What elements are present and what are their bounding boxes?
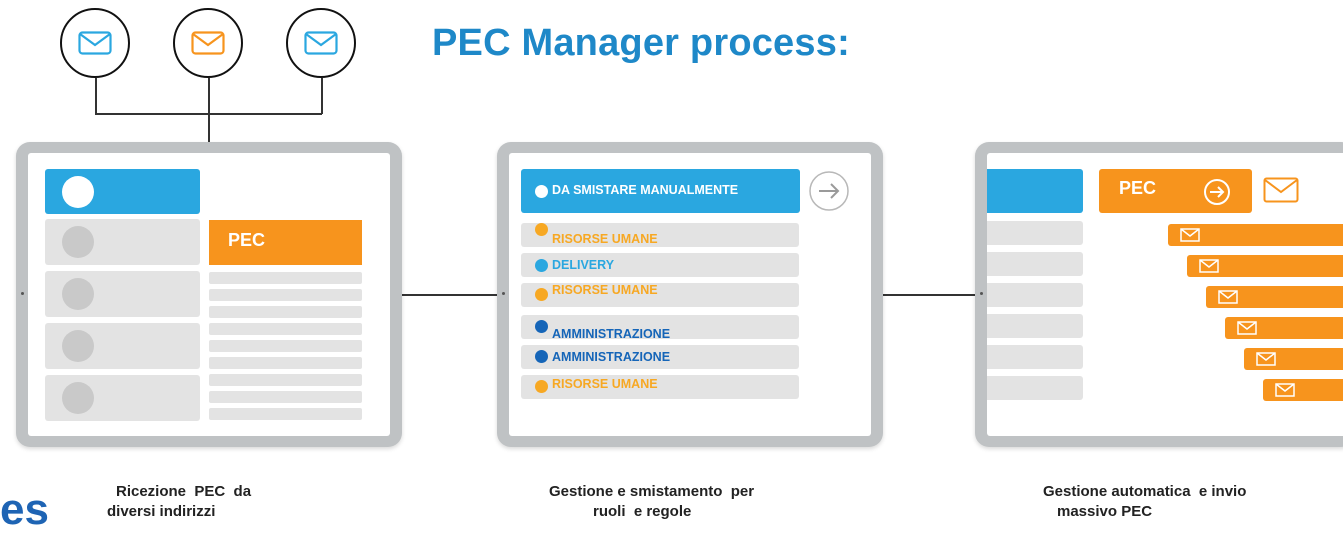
envelope-icon bbox=[1237, 321, 1257, 335]
step1-caption-line1: Ricezione PEC da bbox=[116, 483, 252, 500]
tablet-camera bbox=[21, 292, 24, 295]
tablet-screen: PEC bbox=[987, 153, 1343, 436]
envelope-icon bbox=[1218, 290, 1238, 304]
tablet-sorting: DA SMISTARE MANUALMENTE RISORSE UMANE DE… bbox=[497, 142, 883, 447]
status-dot bbox=[535, 223, 548, 236]
step1-caption-line2: diversi indirizzi bbox=[107, 503, 216, 520]
inbox-row bbox=[987, 314, 1083, 338]
sorting-header: DA SMISTARE MANUALMENTE bbox=[521, 169, 800, 213]
inbox-row bbox=[45, 271, 200, 317]
tablet-screen: PEC bbox=[28, 153, 390, 436]
text-line bbox=[209, 340, 362, 352]
inbox-row-selected bbox=[987, 169, 1083, 213]
step3-caption-line2: massivo PEC bbox=[1057, 503, 1153, 520]
rule-row: RISORSE UMANE bbox=[521, 283, 799, 307]
arrow-right-circle-icon bbox=[809, 171, 849, 211]
text-line bbox=[209, 357, 362, 369]
pec-label: PEC bbox=[1119, 178, 1157, 198]
pec-label: PEC bbox=[228, 230, 266, 250]
mail-circle-3 bbox=[286, 8, 356, 78]
tablet-camera bbox=[502, 292, 505, 295]
tablet-screen: DA SMISTARE MANUALMENTE RISORSE UMANE DE… bbox=[509, 153, 871, 436]
status-dot bbox=[535, 380, 548, 393]
avatar bbox=[62, 382, 94, 414]
step2-caption-line2: ruoli e regole bbox=[593, 503, 692, 520]
outgoing-mail bbox=[1168, 224, 1343, 246]
pec-label-box: PEC bbox=[209, 220, 362, 265]
connector-line bbox=[95, 78, 97, 114]
text-line bbox=[209, 323, 362, 335]
outgoing-mail bbox=[1244, 348, 1343, 370]
text-line bbox=[209, 289, 362, 301]
mail-circle-2 bbox=[173, 8, 243, 78]
outgoing-mail bbox=[1263, 379, 1343, 401]
rule-row: AMMINISTRAZIONE bbox=[521, 315, 799, 341]
text-line bbox=[209, 272, 362, 284]
inbox-row bbox=[987, 283, 1083, 307]
connector-line bbox=[95, 113, 322, 115]
inbox-row bbox=[45, 323, 200, 369]
text-line bbox=[209, 391, 362, 403]
rule-label: DELIVERY bbox=[552, 258, 615, 272]
inbox-row bbox=[987, 252, 1083, 276]
avatar bbox=[62, 226, 94, 258]
step3-caption-line1: Gestione automatica e invio bbox=[1043, 483, 1247, 500]
rule-label: AMMINISTRAZIONE bbox=[552, 327, 671, 341]
pec-send-box: PEC bbox=[1099, 169, 1252, 213]
rule-row: RISORSE UMANE bbox=[521, 223, 799, 247]
step2-caption-line1: Gestione e smistamento per bbox=[549, 483, 755, 500]
outgoing-mail bbox=[1187, 255, 1343, 277]
envelope-icon bbox=[304, 31, 338, 55]
envelope-icon bbox=[1180, 228, 1200, 242]
arrow-right-circle-icon bbox=[1204, 179, 1230, 205]
status-dot bbox=[535, 350, 548, 363]
text-line bbox=[209, 306, 362, 318]
rule-label: RISORSE UMANE bbox=[552, 377, 658, 391]
text-line bbox=[209, 408, 362, 420]
mail-circle-1 bbox=[60, 8, 130, 78]
connector-line bbox=[883, 294, 976, 296]
inbox-row bbox=[987, 376, 1083, 400]
sorting-header-label: DA SMISTARE MANUALMENTE bbox=[552, 183, 739, 197]
envelope-icon bbox=[1199, 259, 1219, 273]
connector-line bbox=[321, 78, 323, 114]
envelope-icon bbox=[1275, 383, 1295, 397]
rule-label: AMMINISTRAZIONE bbox=[552, 350, 671, 364]
envelope-icon bbox=[78, 31, 112, 55]
envelope-icon bbox=[1256, 352, 1276, 366]
text-line bbox=[209, 374, 362, 386]
avatar bbox=[62, 278, 94, 310]
outgoing-mail bbox=[1206, 286, 1343, 308]
page-title: PEC Manager process: bbox=[432, 22, 850, 64]
status-dot bbox=[535, 259, 548, 272]
status-dot bbox=[535, 320, 548, 333]
connector-line bbox=[402, 294, 498, 296]
avatar bbox=[62, 176, 94, 208]
inbox-row bbox=[45, 375, 200, 421]
status-dot bbox=[535, 288, 548, 301]
inbox-row bbox=[987, 221, 1083, 245]
tablet-inbox: PEC bbox=[16, 142, 402, 447]
rule-label: RISORSE UMANE bbox=[552, 232, 658, 246]
brand-fragment: es bbox=[0, 485, 49, 534]
rule-row: AMMINISTRAZIONE bbox=[521, 345, 799, 369]
avatar bbox=[62, 330, 94, 362]
inbox-row-selected bbox=[45, 169, 200, 214]
rule-row: RISORSE UMANE bbox=[521, 375, 799, 399]
inbox-row bbox=[987, 345, 1083, 369]
status-dot bbox=[535, 185, 548, 198]
envelope-icon bbox=[191, 31, 225, 55]
envelope-icon bbox=[1263, 177, 1299, 203]
outgoing-mail bbox=[1225, 317, 1343, 339]
tablet-sending: PEC bbox=[975, 142, 1343, 447]
connector-line bbox=[208, 78, 210, 142]
inbox-row bbox=[45, 219, 200, 265]
tablet-camera bbox=[980, 292, 983, 295]
rule-label: RISORSE UMANE bbox=[552, 283, 658, 297]
rule-row: DELIVERY bbox=[521, 253, 799, 277]
